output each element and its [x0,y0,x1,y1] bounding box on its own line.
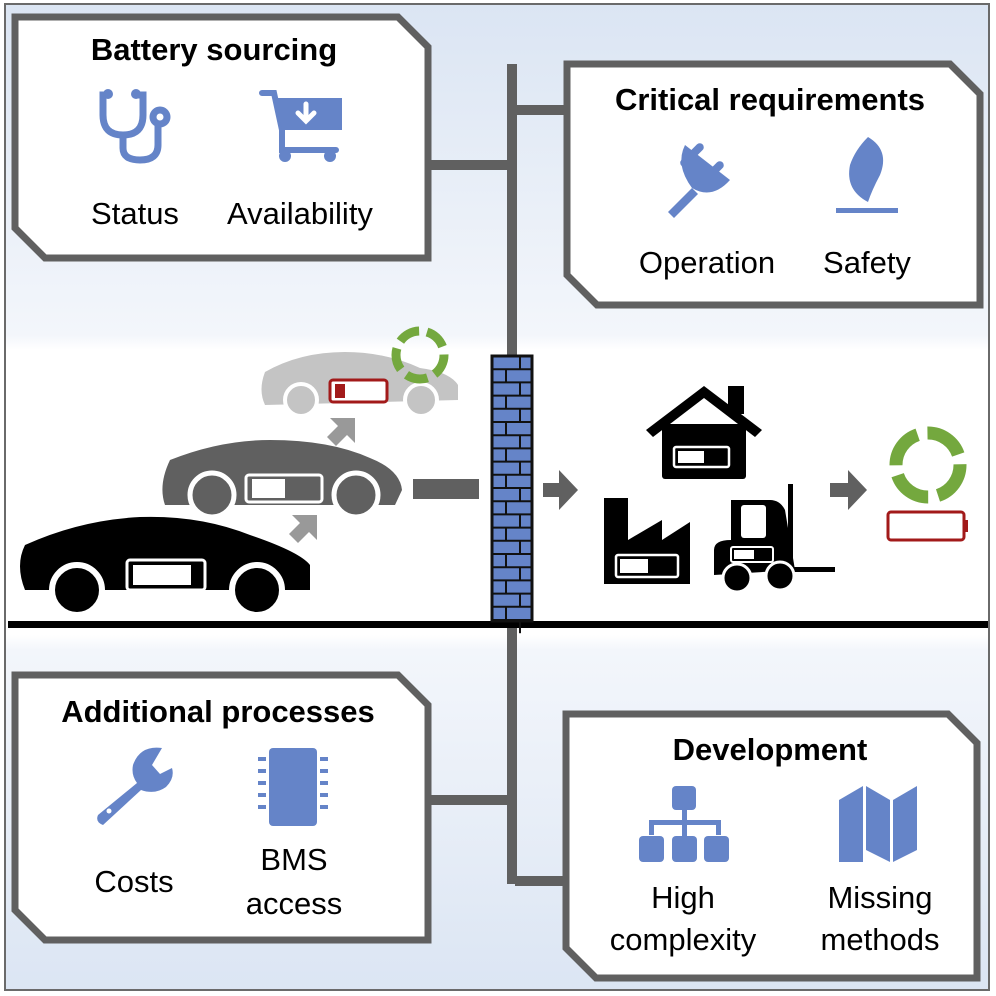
house-battery-icon [646,386,762,479]
recycle-icon [889,426,967,504]
car-half-battery-icon [162,440,402,520]
item-label: complexity [610,922,757,957]
box-title: Critical requirements [615,82,925,117]
recycle-icon [391,326,449,384]
shopping-cart-download-icon [259,90,342,162]
wrench-icon [97,747,173,825]
box-development: Development High complexity Missing meth… [562,710,981,982]
box-title: Development [673,732,868,767]
box-title: Battery sourcing [91,32,337,67]
connector-battery-sourcing [430,160,510,170]
arrow-up-right [289,418,355,543]
flame-icon [836,137,898,213]
item-label: access [246,886,342,921]
item-label: Missing [827,880,932,915]
ground-line [8,621,988,628]
map-icon [839,786,917,862]
connector-additional-processes [430,795,510,805]
item-label: methods [821,922,940,957]
item-label: High [651,880,715,915]
item-label: Operation [639,245,775,280]
connector-critical-requirements [515,105,570,115]
box-battery-sourcing: Battery sourcing Status Availability [11,13,432,262]
brick-wall [490,354,534,634]
car-full-battery-icon [20,516,310,618]
item-label: Costs [94,864,173,899]
box-title: Additional processes [61,694,375,729]
plug-icon [668,143,730,218]
empty-battery-icon [886,510,968,542]
forklift-battery-icon [714,484,835,594]
item-label: BMS [260,842,327,877]
dash-connector [413,479,479,499]
arrow-right [543,470,578,510]
item-label: Safety [823,245,911,280]
item-label: Status [91,196,179,231]
stethoscope-icon [99,91,171,164]
box-critical-requirements: Critical requirements Operation Safety [563,60,984,309]
chip-icon [258,748,328,826]
item-label: Availability [227,196,373,231]
car-low-battery-icon [261,352,458,418]
hierarchy-icon [639,786,729,862]
arrow-right [830,470,867,510]
connector-development [515,876,565,886]
factory-battery-icon [604,498,690,584]
box-additional-processes: Additional processes Costs BMS access [11,671,432,944]
